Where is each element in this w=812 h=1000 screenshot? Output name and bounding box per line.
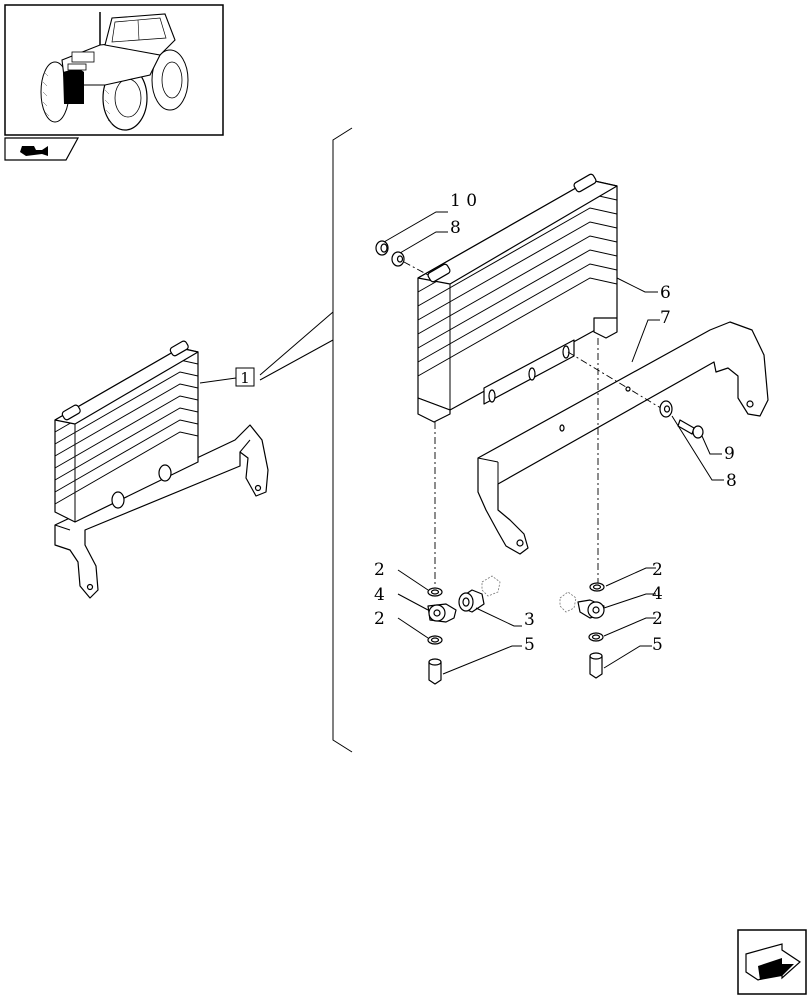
callout-2-left-top: 2	[374, 560, 385, 580]
assembled-weight-view	[54, 340, 269, 599]
callout-8-right: 8	[726, 471, 737, 491]
nut-10[interactable]	[375, 240, 389, 256]
callout-4-right: 4	[652, 584, 663, 604]
callout-2-left-bottom: 2	[374, 609, 385, 629]
callout-6: 6	[660, 283, 671, 303]
callout-2-right-bottom: 2	[652, 609, 663, 629]
fitting-left-group[interactable]	[427, 575, 501, 685]
tractor-thumbnail[interactable]	[4, 4, 224, 136]
washer-8-top[interactable]	[391, 251, 405, 267]
page-nav-icon[interactable]	[4, 137, 80, 161]
callout-7: 7	[660, 308, 671, 328]
callout-10: 1 0	[450, 191, 477, 211]
view-bracket	[259, 127, 353, 753]
callout-3: 3	[524, 610, 535, 630]
callout-8-top: 8	[450, 218, 461, 238]
callout-labels: 1 0 8 6 7 9 8 2 4 2 3 5 2 4 2 5	[374, 191, 737, 655]
washer-8-right[interactable]	[659, 400, 673, 418]
fitting-right-group[interactable]	[559, 582, 605, 679]
callout-2-right-top: 2	[652, 560, 663, 580]
callout-5-left: 5	[524, 635, 535, 655]
exploded-weight-view	[375, 173, 769, 685]
callout-leaders	[383, 211, 724, 675]
reference-box-label: 1	[240, 369, 250, 387]
next-page-arrow-icon[interactable]	[737, 929, 807, 995]
tractor-thumbnail-icon	[40, 12, 189, 131]
callout-5-right: 5	[652, 635, 663, 655]
reference-box[interactable]: 1	[199, 367, 255, 387]
callout-4-left: 4	[374, 585, 385, 605]
screw-9[interactable]	[677, 419, 704, 439]
callout-9: 9	[724, 444, 735, 464]
